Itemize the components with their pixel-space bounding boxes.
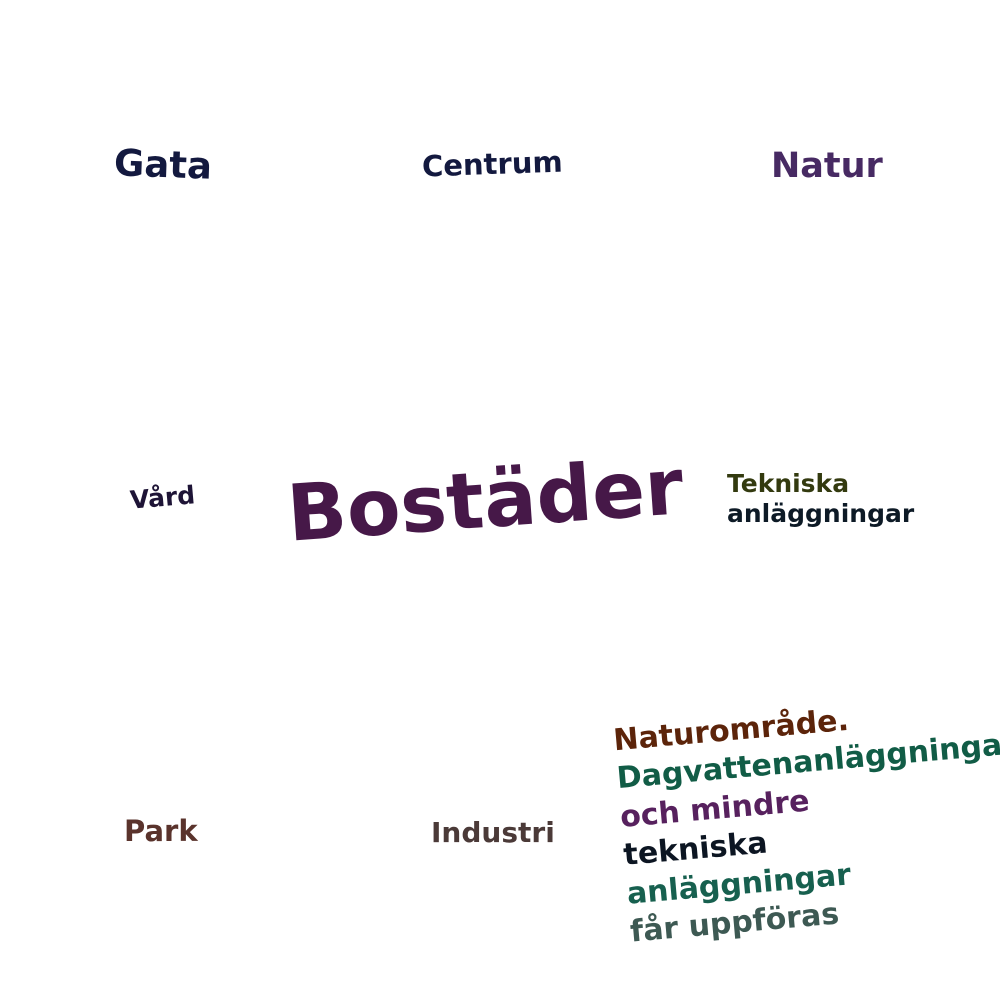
word-centrum: Centrum	[421, 144, 564, 184]
word-gata: Gata	[113, 141, 213, 188]
word-vard: Vård	[128, 480, 197, 515]
word-natur: Natur	[771, 146, 883, 186]
phrase-tekniska-anlaggningar: Tekniska anläggningar	[727, 469, 914, 529]
phrase-line: Tekniska	[727, 469, 850, 498]
word-bostader: Bostäder	[284, 442, 687, 560]
word-industri: Industri	[431, 816, 555, 849]
phrase-naturomrade: Naturområde. Dagvattenanläggningar och m…	[612, 687, 1000, 951]
word-park: Park	[124, 814, 198, 848]
phrase-line: anläggningar	[727, 499, 915, 528]
